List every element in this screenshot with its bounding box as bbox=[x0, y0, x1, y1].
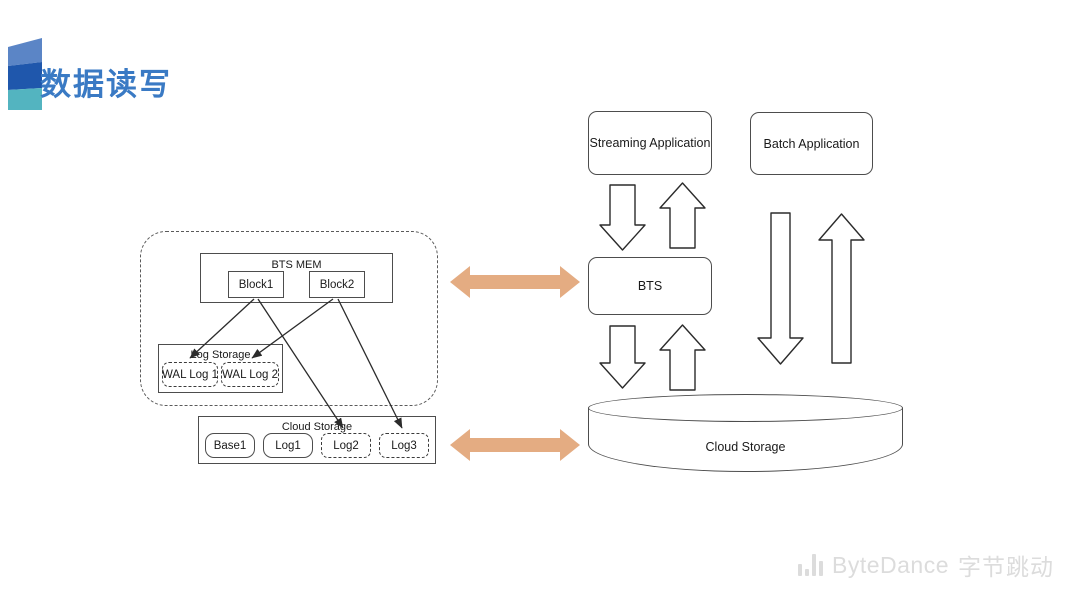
wal-log-1-box: WAL Log 1 bbox=[162, 362, 218, 387]
bytedance-parallelogram-mark bbox=[8, 38, 42, 110]
right-cloud-storage-cylinder: Cloud Storage bbox=[588, 394, 903, 472]
brand-name-cn: 字节跳动 bbox=[958, 554, 1054, 580]
mem-to-bts-bidirectional-arrow bbox=[450, 266, 580, 298]
cloudstorage-to-batch-read-arrow bbox=[818, 213, 865, 364]
bts-to-streaming-read-arrow bbox=[659, 182, 706, 249]
streaming-application-box: Streaming Application bbox=[588, 111, 712, 175]
page-title: 数据读写 bbox=[40, 67, 172, 102]
left-cloud-storage-label: Cloud Storage bbox=[281, 421, 353, 433]
brand-name: ByteDance bbox=[831, 551, 949, 578]
cloudstorage-to-cloudstorage-bidirectional-arrow bbox=[450, 429, 580, 461]
log1-box: Log1 bbox=[263, 433, 313, 458]
base1-box: Base1 bbox=[205, 433, 255, 458]
log2-box: Log2 bbox=[321, 433, 371, 458]
log3-box: Log3 bbox=[379, 433, 429, 458]
batch-to-cloudstorage-write-arrow bbox=[757, 212, 804, 365]
batch-application-box: Batch Application bbox=[750, 112, 873, 175]
wal-log-2-box: WAL Log 2 bbox=[221, 362, 279, 387]
block2-box: Block2 bbox=[309, 271, 365, 298]
bytedance-bars-icon bbox=[797, 554, 823, 576]
cylinder-top-ellipse bbox=[588, 394, 903, 422]
block1-box: Block1 bbox=[228, 271, 284, 298]
streaming-to-bts-write-arrow bbox=[599, 184, 646, 251]
bts-box: BTS bbox=[588, 257, 712, 315]
bts-to-cloudstorage-write-arrow bbox=[599, 325, 646, 389]
right-cloud-storage-label: Cloud Storage bbox=[705, 440, 786, 454]
bytedance-brand: ByteDance 字节跳动 bbox=[797, 548, 1054, 582]
log-storage-label: Log Storage bbox=[190, 349, 251, 361]
cloudstorage-to-bts-read-arrow bbox=[659, 324, 706, 391]
bts-mem-label: BTS MEM bbox=[271, 259, 322, 271]
